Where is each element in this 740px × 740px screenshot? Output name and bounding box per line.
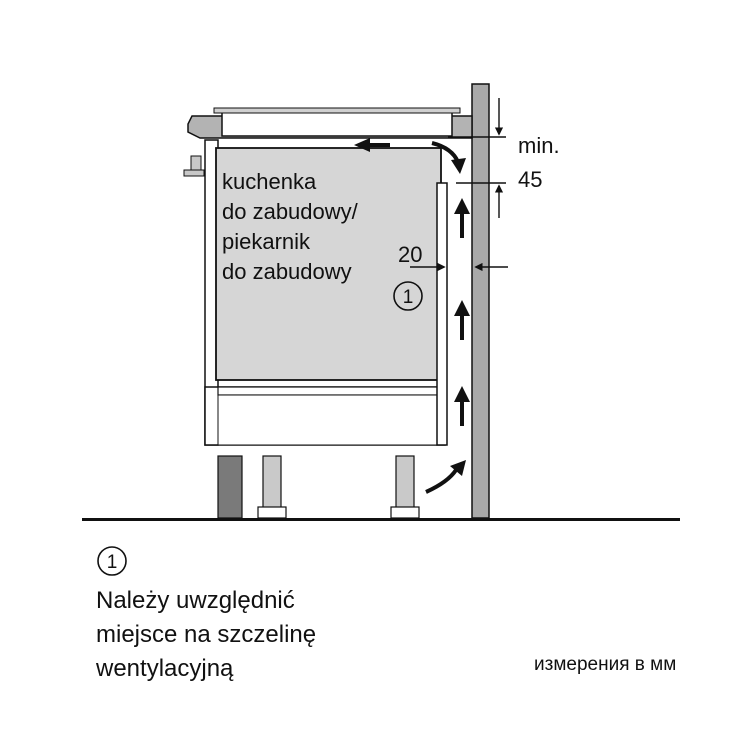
cabinet-drawer [204,386,446,446]
cabinet-leg-right [390,455,420,519]
callout-marker: 1 [393,281,423,311]
legend-text-line-1: Należy uwzględnić [96,587,295,614]
floor-line [82,518,680,521]
oven-handle [183,169,205,177]
min-dimension-label: min. [518,133,560,158]
units-note: измерения в мм [534,654,677,675]
legend-number-marker: 1 [97,546,127,576]
gap-dimension-label: 20 [398,242,422,267]
cabinet-back-panel [436,182,448,446]
back-wall [471,83,490,519]
legend-text-line-2: miejsce na szczelinę [96,621,317,648]
appliance-label-line-4: do zabudowy [222,259,352,284]
airflow-arrows [354,138,470,494]
legend: 1 Należy uwzględnić miejsce na szczelinę… [96,545,516,686]
min-dimension-value: 45 [518,167,542,192]
appliance-label-line-2: do zabudowy/ [222,199,359,224]
svg-text:1: 1 [403,287,414,308]
plinth [217,455,243,519]
appliance-label-line-1: kuchenka [222,169,317,194]
svg-text:1: 1 [107,552,118,573]
min-dimension-arrows [448,98,506,218]
cabinet-leg-left [257,455,287,519]
hob-worktop [187,107,473,139]
appliance-label-line-3: piekarnik [222,229,311,254]
legend-text-line-3: wentylacyjną [96,655,234,682]
